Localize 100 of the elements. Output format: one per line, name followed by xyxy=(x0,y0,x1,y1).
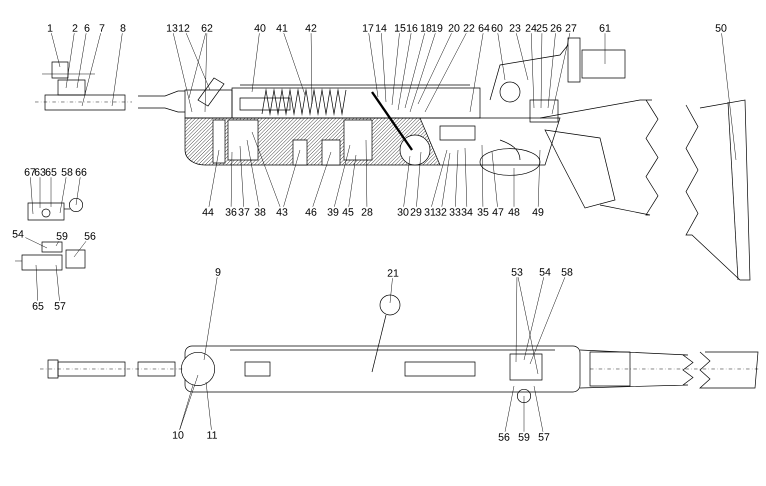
leader-line xyxy=(30,177,34,214)
leader-line xyxy=(252,132,280,207)
leader-line xyxy=(404,33,425,108)
rifle-side-drawing xyxy=(34,62,480,118)
leader-line xyxy=(66,32,74,88)
leader-line xyxy=(418,33,452,104)
leader-line xyxy=(312,152,332,207)
leader-line xyxy=(246,140,260,207)
leader-line xyxy=(548,33,556,108)
leader-line xyxy=(76,177,80,206)
leader-line xyxy=(403,156,410,207)
leader-line xyxy=(180,374,198,430)
leader-line xyxy=(179,384,194,430)
callout-number: 11 xyxy=(207,431,217,439)
callout-number: 61 xyxy=(600,24,610,32)
callout-number: 17 xyxy=(362,24,374,32)
callout-number: 54 xyxy=(12,230,24,238)
callout-number: 40 xyxy=(254,24,266,32)
leader-line xyxy=(56,264,60,302)
callout-number: 56 xyxy=(498,433,510,441)
leader-line xyxy=(410,33,436,112)
callout-number: 25 xyxy=(536,24,548,32)
leader-line xyxy=(455,150,458,207)
callout-number: 67 xyxy=(24,168,36,176)
callout-number: 10 xyxy=(172,431,184,439)
leader-line xyxy=(392,32,400,106)
leader-line xyxy=(56,241,60,246)
leader-line xyxy=(310,32,312,104)
leader-line xyxy=(381,32,386,102)
leader-line xyxy=(504,386,514,432)
leader-line xyxy=(82,32,101,106)
callout-number: 6 xyxy=(84,24,90,32)
leader-line xyxy=(530,277,566,364)
leader-line xyxy=(516,33,528,80)
callout-number: 59 xyxy=(518,433,530,441)
leader-line xyxy=(36,264,38,301)
leader-line xyxy=(51,32,60,68)
callout-number: 27 xyxy=(566,24,576,32)
callout-number: 22 xyxy=(464,24,474,32)
rifle-side-drawing xyxy=(184,38,750,280)
leader-line xyxy=(206,382,212,430)
callout-number: 15 xyxy=(394,24,406,32)
leader-line xyxy=(442,152,450,207)
leader-line xyxy=(604,33,606,64)
leader-line xyxy=(524,276,544,360)
callout-number: 19 xyxy=(432,24,442,32)
leader-line xyxy=(186,32,210,90)
callout-number: 42 xyxy=(305,24,316,32)
leader-line xyxy=(431,150,448,207)
leader-line xyxy=(538,150,540,207)
callout-number: 62 xyxy=(202,24,212,32)
callout-number: 50 xyxy=(716,24,726,32)
leader-line xyxy=(470,33,484,112)
leader-line xyxy=(540,33,542,108)
callout-number: 2 xyxy=(72,24,78,32)
leader-line xyxy=(60,177,66,214)
callout-number: 65 xyxy=(32,302,44,310)
callout-number: 24 xyxy=(526,24,537,32)
callout-number: 14 xyxy=(376,24,387,32)
callout-number: 60 xyxy=(492,24,502,32)
leader-line xyxy=(208,150,220,208)
leader-line xyxy=(390,278,393,304)
leader-line xyxy=(518,277,538,374)
leader-line xyxy=(204,277,218,360)
leader-line xyxy=(50,177,52,208)
leader-line xyxy=(76,33,86,88)
callout-number: 1 xyxy=(48,24,52,32)
leader-line xyxy=(398,33,412,110)
callout-number: 20 xyxy=(448,24,460,32)
leader-line xyxy=(74,241,86,258)
leader-line xyxy=(204,33,208,112)
callout-number: 18 xyxy=(420,24,432,32)
leader-line xyxy=(230,152,232,207)
leader-line xyxy=(530,32,534,108)
leader-line xyxy=(188,33,206,98)
callout-number: 64 xyxy=(478,24,490,32)
callout-number: 23 xyxy=(510,24,520,32)
leader-line xyxy=(334,144,350,207)
leader-line xyxy=(464,148,468,207)
leader-line xyxy=(534,386,544,432)
leader-line xyxy=(173,33,192,112)
leader-line xyxy=(284,32,306,96)
callout-number: 12 xyxy=(178,24,190,32)
leader-line xyxy=(112,33,122,106)
leader-line xyxy=(240,146,244,207)
leader-line xyxy=(552,32,570,114)
callout-number: 26 xyxy=(550,24,562,32)
leader-line xyxy=(424,32,467,112)
callout-number: 41 xyxy=(276,24,288,32)
leader-line xyxy=(416,152,422,207)
callout-number: 57 xyxy=(538,433,550,441)
leader-line xyxy=(498,33,506,80)
callout-number: 7 xyxy=(100,24,104,32)
leader-line xyxy=(283,150,300,207)
detail-drawing xyxy=(14,242,86,270)
leader-line xyxy=(516,277,518,362)
leader-line xyxy=(348,154,356,208)
leader-line xyxy=(368,32,378,98)
callout-number: 16 xyxy=(406,24,418,32)
leader-line xyxy=(25,237,48,248)
